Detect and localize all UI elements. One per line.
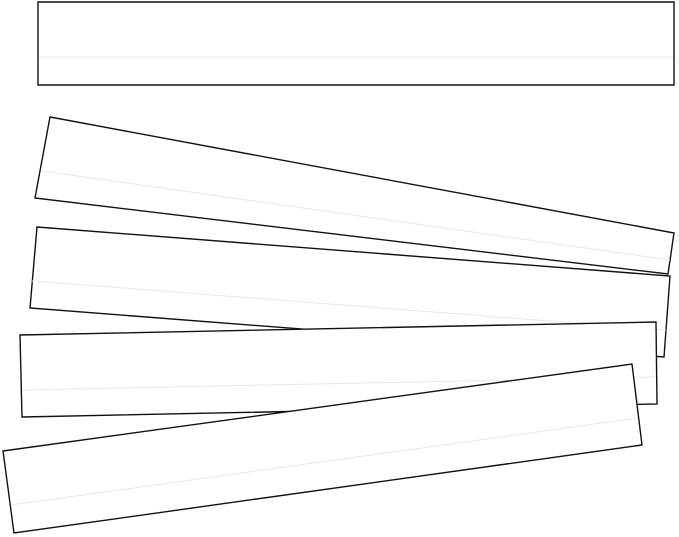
sentence-strip-tilted-up-2 (2, 363, 643, 534)
strip-guide-line (31, 280, 667, 331)
strip-outline (37, 1, 675, 86)
strip-outline (2, 363, 643, 534)
sentence-strip-tilted-down-1 (34, 116, 675, 275)
sentence-strip-top (37, 1, 675, 86)
strip-guide-line (41, 170, 671, 261)
strip-guide-line (10, 417, 639, 506)
strip-outline (34, 116, 675, 275)
